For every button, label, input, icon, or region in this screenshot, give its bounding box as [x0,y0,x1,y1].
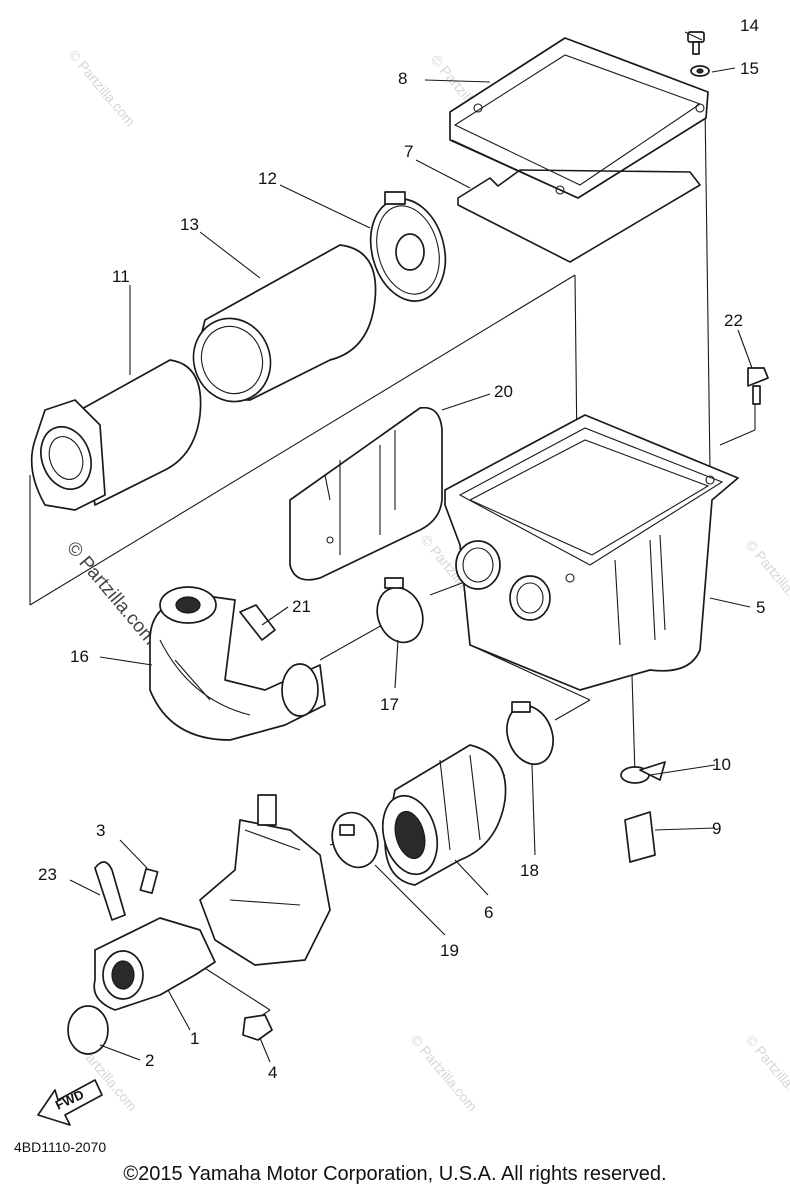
case-joint-clamp [506,701,554,766]
callout-2: 2 [145,1051,154,1070]
carburetor-joint [381,744,507,886]
watermark: © Partzilla.com [408,1032,481,1115]
callout-6: 6 [484,903,493,922]
manifold-nut [242,1014,273,1041]
leader-lines [69,31,753,1063]
air-box-case [444,414,739,691]
callout-19: 19 [440,941,459,960]
manifold-screw [139,867,159,895]
cover-bolt [687,31,705,55]
callout-14: 14 [740,16,759,35]
joint-clamp [376,577,424,644]
callout-4: 4 [268,1063,277,1082]
air-box-cover [449,37,709,199]
copyright-notice: ©2015 Yamaha Motor Corporation, U.S.A. A… [123,1163,667,1185]
carburetor [199,794,331,966]
intake-manifold [93,917,216,1011]
forward-direction-arrow: FWD [37,1079,103,1126]
case-bolt [747,367,769,405]
callout-17: 17 [380,695,399,714]
callout-9: 9 [712,819,721,838]
callout-3: 3 [96,821,105,840]
callout-10: 10 [712,755,731,774]
filter-end-cap [369,191,447,302]
cover-gasket [457,169,701,263]
callout-22: 22 [724,311,743,330]
callout-5: 5 [756,598,765,617]
watermark: © Partzilla.com [66,47,139,130]
watermark-prominent: © Partzilla.com [62,538,160,650]
drain-plug [624,811,656,863]
callout-15: 15 [740,59,759,78]
callout-12: 12 [258,169,277,188]
callout-labels: 14 15 8 7 12 13 11 22 20 5 21 16 17 10 9… [38,16,765,1082]
callout-1: 1 [190,1029,199,1048]
callout-11: 11 [112,267,130,286]
part-reference-code: 4BD1110-2070 [14,1139,106,1155]
callout-21: 21 [292,597,311,616]
vent-clip [94,861,126,921]
callout-13: 13 [180,215,199,234]
watermark: © Partzilla.com [743,1032,790,1115]
filter-guide [30,359,202,511]
air-filter-element [192,244,377,403]
callout-16: 16 [70,647,89,666]
callout-18: 18 [520,861,539,880]
callout-7: 7 [404,142,413,161]
carb-joint-clamp [331,811,379,869]
air-box-plate [289,406,443,581]
callout-23: 23 [38,865,57,884]
manifold-o-ring [67,1005,109,1055]
breather-hose [239,604,276,641]
callout-8: 8 [398,69,407,88]
callout-20: 20 [494,382,513,401]
drain-clip [620,761,666,784]
air-joint [149,586,326,741]
